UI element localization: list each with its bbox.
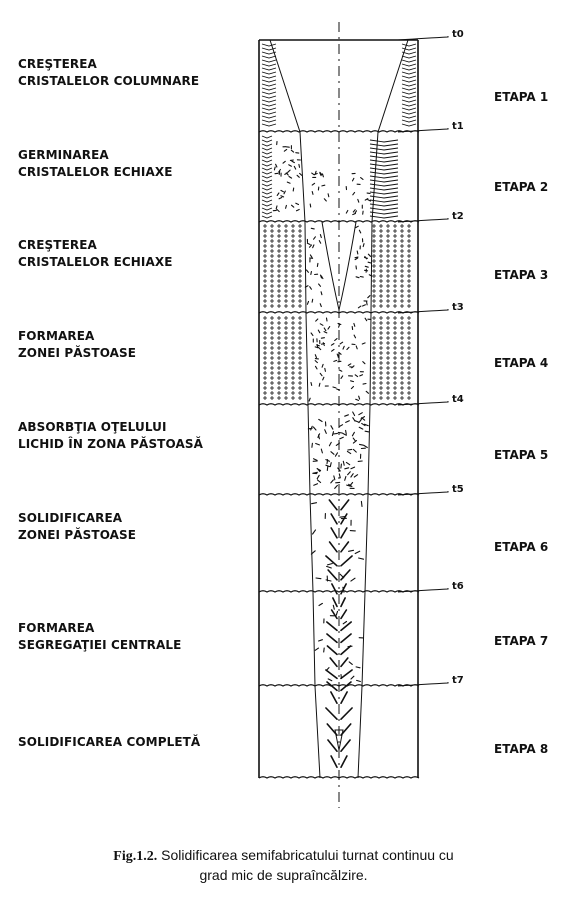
equiaxed-cavity-left-3 — [304, 227, 324, 308]
stage-number-7: ETAPA 7 — [494, 634, 549, 648]
stage-description-8: SOLIDIFICAREA COMPLETĂ — [18, 734, 248, 751]
stage-number-1: ETAPA 1 — [494, 90, 549, 104]
stage-boundary-3 — [258, 311, 420, 314]
columnar-right-1 — [401, 43, 417, 127]
stage-description-6: SOLIDIFICAREA ZONEI PĂSTOASE — [18, 510, 248, 544]
stage-boundary-4 — [258, 403, 420, 406]
time-mark-t4: t4 — [452, 394, 464, 405]
stage-description-1: CREŞTEREA CRISTALELOR COLUMNARE — [18, 56, 248, 90]
mushy-right-4 — [372, 316, 411, 400]
stage-number-3: ETAPA 3 — [494, 268, 549, 282]
equiaxed-left-3 — [263, 224, 302, 308]
caption-line-2: grad mic de supraîncălzire. — [199, 867, 368, 883]
leader-t5 — [397, 491, 449, 496]
stage-number-6: ETAPA 6 — [494, 540, 549, 554]
stage-boundary-5 — [258, 493, 420, 496]
dendrite-marks — [261, 43, 417, 768]
leader-t4 — [397, 401, 449, 406]
stage-description-line: FORMAREA — [18, 329, 95, 343]
stage-description-line: CRISTALELOR ECHIAXE — [18, 165, 173, 179]
leader-t3 — [397, 309, 449, 314]
stage-boundary-6 — [258, 590, 420, 593]
stage-number-8: ETAPA 8 — [494, 742, 549, 756]
mushy-left-4 — [263, 316, 302, 400]
stage-boundary-7 — [258, 684, 420, 687]
segregation-7 — [325, 597, 353, 692]
equiaxed-right-2 — [345, 172, 372, 216]
stage-description-line: SOLIDIFICAREA — [18, 511, 123, 525]
stage-description-line: ABSORBŢIA OŢELULUI — [18, 420, 167, 434]
columnar-left-1 — [261, 43, 277, 127]
leader-t2 — [397, 218, 449, 223]
stage-boundary-8 — [258, 776, 420, 779]
caption-line-1: Solidificarea semifabricatului turnat co… — [161, 847, 454, 863]
stage-description-line: ZONEI PĂSTOASE — [18, 528, 137, 542]
stage3-cavity — [321, 221, 357, 311]
stage-description-4: FORMAREA ZONEI PĂSTOASE — [18, 328, 248, 362]
segregation-dots-7 — [314, 602, 364, 683]
columnar-left-2 — [261, 135, 273, 219]
stage-description-line: CRISTALELOR COLUMNARE — [18, 74, 200, 88]
stage-description-7: FORMAREA SEGREGAŢIEI CENTRALE — [18, 620, 248, 654]
equiaxed-right-3 — [372, 224, 411, 308]
stage-boundary-2 — [258, 220, 420, 223]
segregation-8 — [325, 691, 353, 768]
time-leader-lines — [397, 36, 449, 687]
inner-boundary-right — [357, 39, 409, 779]
time-mark-t3: t3 — [452, 302, 464, 313]
absorption-5 — [307, 411, 370, 489]
casting-walls — [258, 40, 419, 778]
stage-description-line: ZONEI PĂSTOASE — [18, 346, 137, 360]
time-mark-t5: t5 — [452, 484, 464, 495]
stage-number-4: ETAPA 4 — [494, 356, 549, 370]
casting-outline — [258, 22, 420, 808]
stage-description-2: GERMINAREA CRISTALELOR ECHIAXE — [18, 147, 248, 181]
stage-number-5: ETAPA 5 — [494, 448, 549, 462]
time-mark-t1: t1 — [452, 121, 464, 132]
inner-boundary-left — [269, 39, 321, 779]
stage-description-line: SOLIDIFICAREA COMPLETĂ — [18, 735, 201, 749]
time-mark-t6: t6 — [452, 581, 464, 592]
leader-t0 — [397, 36, 449, 41]
stage-description-3: CREŞTEREA CRISTALELOR ECHIAXE — [18, 237, 248, 271]
leader-t6 — [397, 588, 449, 593]
figure-number: Fig.1.2. — [113, 849, 158, 864]
stage-description-line: CRISTALELOR ECHIAXE — [18, 255, 173, 269]
stage-description-5: ABSORBŢIA OŢELULUI LICHID ÎN ZONA PĂSTOAS… — [18, 419, 248, 453]
leader-t1 — [397, 128, 449, 133]
figure-caption: Fig.1.2. Solidificarea semifabricatului … — [0, 846, 567, 885]
stage-description-line: CREŞTEREA — [18, 57, 97, 71]
stage-number-2: ETAPA 2 — [494, 180, 549, 194]
equiaxed-cavity-right-3 — [354, 225, 373, 309]
equiaxed-left-2 — [272, 141, 303, 213]
stage-boundary-1 — [258, 130, 420, 133]
equiaxed-centre-2 — [309, 170, 330, 208]
stage-description-line: FORMAREA — [18, 621, 95, 635]
leader-t7 — [397, 682, 449, 687]
columnar-right-2 — [369, 139, 399, 219]
mushy-solid-6 — [310, 500, 365, 593]
stage-description-line: SEGREGAŢIEI CENTRALE — [18, 638, 182, 652]
stage-description-line: LICHID ÎN ZONA PĂSTOASĂ — [18, 437, 203, 451]
time-mark-t7: t7 — [452, 675, 464, 686]
mushy-centre-4 — [308, 317, 372, 402]
time-mark-t0: t0 — [452, 29, 464, 40]
stage-description-line: GERMINAREA — [18, 148, 109, 162]
stage-description-line: CREŞTEREA — [18, 238, 97, 252]
time-mark-t2: t2 — [452, 211, 464, 222]
